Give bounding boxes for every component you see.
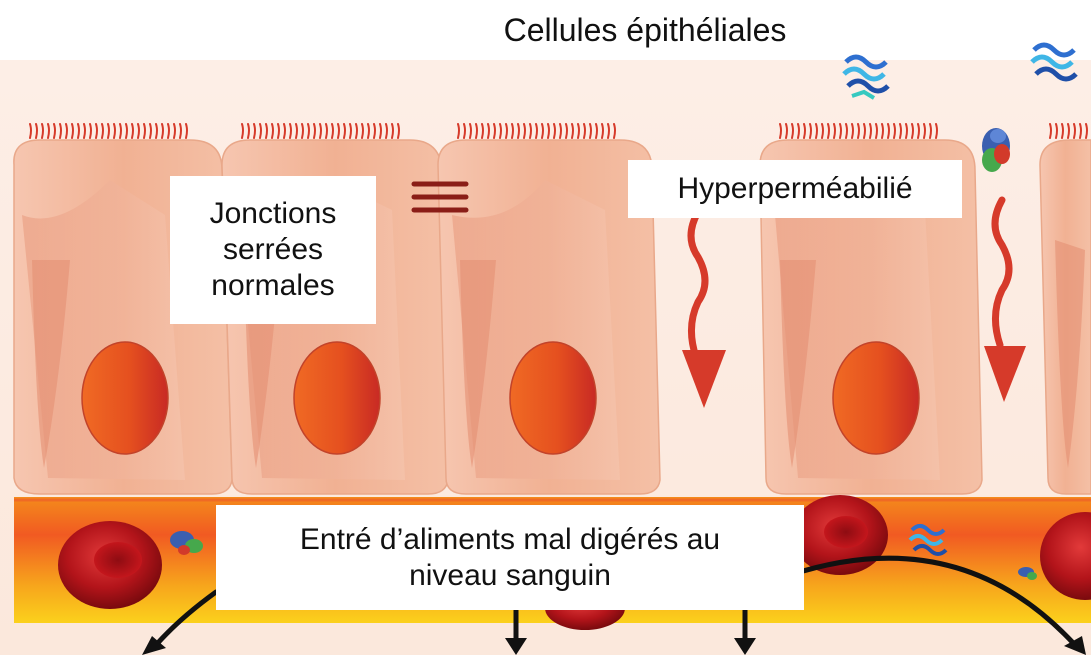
normal-junctions-line-3: normales	[211, 268, 334, 304]
normal-junctions-line-2: serrées	[223, 232, 323, 268]
nucleus	[294, 342, 380, 454]
normal-junctions-line-1: Jonctions	[210, 196, 337, 232]
blood-entry-line-2: niveau sanguin	[409, 558, 611, 594]
hyperpermeability-label: Hyperperméabilié	[628, 160, 962, 218]
cell-5-partial	[1040, 140, 1091, 494]
nucleus	[82, 342, 168, 454]
red-blood-cell	[58, 521, 162, 609]
normal-junctions-label: Jonctions serrées normales	[170, 176, 376, 324]
cell-3	[438, 140, 660, 494]
nucleus	[510, 342, 596, 454]
blood-entry-line-1: Entré d’aliments mal digérés au	[300, 522, 720, 558]
blood-entry-label: Entré d’aliments mal digérés au niveau s…	[216, 505, 804, 610]
nucleus	[833, 342, 919, 454]
diagram-title: Cellules épithéliales	[410, 8, 880, 52]
